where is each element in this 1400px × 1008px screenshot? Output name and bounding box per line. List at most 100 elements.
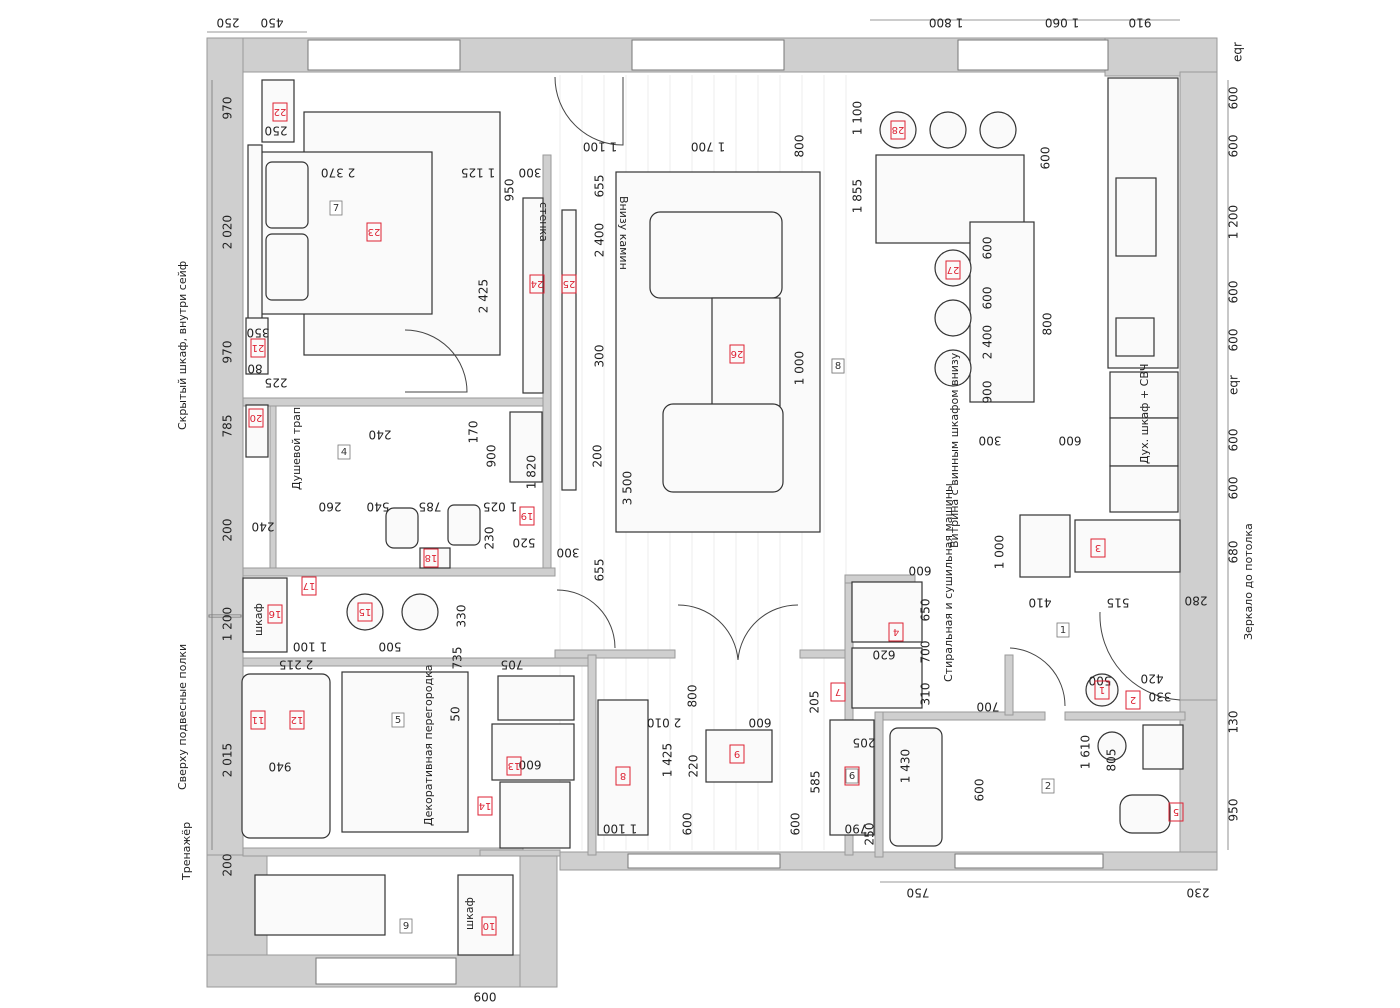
furniture-tag-box — [561, 274, 577, 294]
furniture-tag: 9 — [734, 748, 740, 759]
furniture-tag: 23 — [368, 226, 381, 237]
dimension-label-inner: 620 — [873, 648, 896, 662]
room-number-box — [329, 200, 343, 216]
pillow-2 — [265, 233, 309, 301]
dimension-label-inner: 790 — [845, 822, 868, 836]
pouf-15a — [346, 593, 384, 631]
fridge — [1109, 371, 1179, 419]
room-numbers: 123456789 — [329, 200, 1070, 934]
headboard — [247, 144, 263, 324]
dimension-label-inner: 250 — [265, 124, 288, 138]
furniture-tag-box — [267, 604, 283, 624]
door-arc-hall-right — [737, 604, 799, 661]
cabinet-18 — [419, 547, 451, 569]
pouf-15b — [401, 593, 439, 631]
interior-walls — [242, 154, 1186, 858]
dimension-label-top: 250 — [217, 16, 240, 30]
dimension-label-inner: 1 425 — [661, 743, 675, 777]
furniture-tag-box — [945, 260, 961, 280]
furniture-tag-box — [506, 756, 522, 776]
room-number-box — [1056, 622, 1070, 638]
dimension-label-left: 970 — [221, 97, 235, 120]
dimension-label-inner: 585 — [809, 771, 823, 794]
furniture-tag-box — [888, 622, 904, 642]
dimension-label-right: 1 200 — [1227, 205, 1241, 239]
window-side — [208, 614, 242, 618]
furniture-tag: 17 — [303, 580, 316, 591]
hall-pouf — [705, 729, 773, 783]
furniture-tag-box — [272, 102, 288, 122]
label-wine-display: Витрина с винным шкафом внизу — [948, 352, 961, 548]
dimension-label-inner: 600 — [981, 287, 995, 310]
room-number: 7 — [333, 203, 339, 214]
dimension-label-right: eqr — [1227, 375, 1241, 395]
window-bedroom — [307, 39, 461, 71]
dimension-label-inner: 800 — [686, 685, 700, 708]
dimension-label-inner: 2 370 — [321, 166, 355, 180]
dimension-label-inner: 410 — [1029, 596, 1052, 610]
label-ceiling-mirror: Зеркало до потолка — [1242, 523, 1255, 640]
dimension-label-inner: 80 — [247, 362, 262, 376]
room-number: 5 — [395, 715, 401, 726]
label-wardrobe: шкаф — [252, 603, 265, 636]
label-stenka: стенка — [537, 202, 550, 242]
dimension-label-bottom: 230 — [1187, 886, 1210, 900]
dimension-label-right: 600 — [1227, 87, 1241, 110]
furniture-tag: 10 — [483, 920, 496, 931]
dimension-label-inner: 600 — [681, 813, 695, 836]
dimension-label-right: 680 — [1227, 541, 1241, 564]
dimension-label-inner: 600 — [519, 758, 542, 772]
sink-2 — [1142, 724, 1184, 770]
cooktop — [1115, 177, 1157, 257]
dimension-label-top: 910 — [1129, 16, 1152, 30]
dimension-label-inner: 240 — [369, 428, 392, 442]
furniture-tag: 19 — [521, 510, 534, 521]
dimension-label-top: 450 — [261, 16, 284, 30]
dimension-label-inner: 1 025 — [483, 500, 517, 514]
bar-stool-27c — [934, 349, 972, 387]
dimension-label-bottom: 600 — [474, 991, 497, 1005]
tv-console — [561, 209, 577, 491]
furniture-tag: 16 — [269, 608, 282, 619]
annotations: стенка Внизу камин Душевой трап шкаф шка… — [176, 196, 1255, 930]
furniture-tag: 7 — [835, 686, 841, 697]
dimension-label-inner: 2 425 — [477, 279, 491, 313]
furniture-tag-box — [1125, 690, 1141, 710]
furniture-tag-box — [366, 222, 382, 242]
dimension-label-inner: 1 610 — [1079, 735, 1093, 769]
label-trainer: Тренажёр — [180, 822, 193, 881]
dimension-lines — [207, 19, 1229, 883]
label-oven-microwave: Дух. шкаф + СВЧ — [1138, 364, 1151, 464]
dimension-label-inner: 220 — [687, 755, 701, 778]
room-number-box — [399, 918, 413, 934]
dimension-label-top: 1 800 — [929, 16, 963, 30]
furniture-tag: 3 — [1095, 542, 1101, 553]
room-number: 2 — [1045, 781, 1051, 792]
dimension-label-inner: 600 — [789, 813, 803, 836]
furniture-tag-box — [481, 916, 497, 936]
toilet-2 — [1119, 794, 1171, 834]
furniture-tag: 28 — [892, 124, 905, 135]
wine-display — [1019, 514, 1071, 578]
dimension-label-left: 2 020 — [221, 215, 235, 249]
furniture-tag-box — [890, 120, 906, 140]
tv-wall-unit — [522, 197, 544, 394]
dimension-label-inner: 1 100 — [293, 640, 327, 654]
pillow-1 — [265, 161, 309, 229]
dimension-label-right: 600 — [1227, 135, 1241, 158]
dimension-label-inner: 500 — [379, 640, 402, 654]
dimension-label-right: 130 — [1227, 711, 1241, 734]
dimension-label-inner: 520 — [513, 536, 536, 550]
dimension-label-inner: 2 010 — [647, 716, 681, 730]
furniture-tag-box — [248, 408, 264, 428]
dimension-label-inner: 205 — [853, 736, 876, 750]
room-number-box — [1041, 778, 1055, 794]
dimension-label-right: 600 — [1227, 329, 1241, 352]
dimension-label-inner: 420 — [1141, 672, 1164, 686]
dimension-label-top: 1 060 — [1045, 16, 1079, 30]
dimension-label-right: 280 — [1185, 594, 1208, 608]
label-hidden-safe: Скрытый шкаф, внутри сейф — [176, 261, 189, 430]
dimension-label-inner: 900 — [981, 381, 995, 404]
door-arc-entry — [1099, 611, 1181, 701]
dimension-label-inner: 940 — [269, 760, 292, 774]
